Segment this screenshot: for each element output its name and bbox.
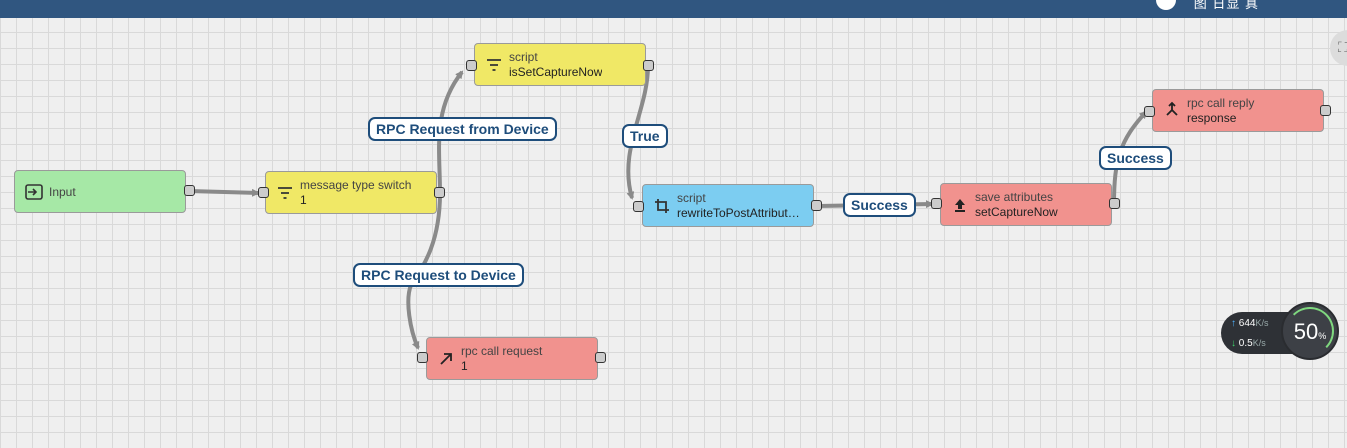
arrow-up-right-icon [437, 350, 455, 368]
link-label-success[interactable]: Success [1099, 146, 1172, 170]
link-label-true[interactable]: True [622, 124, 668, 148]
link-input-to-switch [188, 188, 260, 197]
link-label-rpc-from-device[interactable]: RPC Request from Device [368, 117, 557, 141]
node-title: rpc call reply [1187, 96, 1255, 110]
node-subtitle: rewriteToPostAttribut… [677, 206, 800, 220]
download-arrow-icon: ↓ [1231, 338, 1236, 349]
node-reply-in-port[interactable] [1144, 106, 1155, 117]
node-input[interactable]: Input [14, 170, 186, 213]
node-subtitle: 1 [461, 359, 468, 373]
node-title: script [509, 50, 538, 64]
link-label-success[interactable]: Success [843, 193, 916, 217]
node-subtitle: response [1187, 111, 1237, 125]
node-rpc-call-reply[interactable]: rpc call reply response [1152, 89, 1324, 132]
filter-icon [276, 184, 294, 202]
node-switch-in-port[interactable] [258, 187, 269, 198]
node-rpc-request-in-port[interactable] [417, 352, 428, 363]
node-switch-out-port[interactable] [434, 187, 445, 198]
node-rpc-request-out-port[interactable] [595, 352, 606, 363]
node-title: rpc call request [461, 344, 543, 358]
filter-icon [485, 56, 503, 74]
input-icon [25, 183, 43, 201]
gauge-value: 50% [1293, 319, 1327, 344]
gauge-ring [1286, 307, 1334, 355]
transform-icon [653, 197, 671, 215]
node-save-in-port[interactable] [931, 198, 942, 209]
node-is-set-capture-out-port[interactable] [643, 60, 654, 71]
node-rewrite-out-port[interactable] [811, 200, 822, 211]
node-title: save attributes [975, 190, 1054, 204]
node-subtitle: setCaptureNow [975, 205, 1058, 219]
node-script-rewrite-to-post[interactable]: script rewriteToPostAttribut… [642, 184, 814, 227]
node-is-set-capture-in-port[interactable] [466, 60, 477, 71]
reply-icon [1163, 100, 1181, 118]
fullscreen-button[interactable]: ⛶ [1330, 30, 1347, 66]
node-input-out-port[interactable] [184, 185, 195, 196]
top-toolbar: 图 日显 真 [0, 0, 1347, 18]
node-script-is-set-capture-now[interactable]: script isSetCaptureNow [474, 43, 646, 86]
upload-icon [951, 196, 969, 214]
upload-speed: ↑ 644K/s [1231, 318, 1269, 329]
node-rewrite-in-port[interactable] [633, 201, 644, 212]
node-save-out-port[interactable] [1109, 198, 1120, 209]
download-speed: ↓ 0.5K/s [1231, 338, 1266, 349]
node-title: script [677, 191, 706, 205]
link-label-rpc-to-device[interactable]: RPC Request to Device [353, 263, 524, 287]
node-subtitle: 1 [300, 193, 307, 207]
upload-arrow-icon: ↑ [1231, 318, 1236, 329]
fullscreen-icon: ⛶ [1338, 39, 1347, 55]
node-subtitle: isSetCaptureNow [509, 65, 603, 79]
node-rpc-call-request[interactable]: rpc call request 1 [426, 337, 598, 380]
node-title: message type switch [300, 178, 412, 192]
toolbar-text: 图 日显 真 [1193, 0, 1259, 11]
usage-gauge[interactable]: 50% [1281, 302, 1339, 360]
node-reply-out-port[interactable] [1320, 105, 1331, 116]
node-save-attributes[interactable]: save attributes setCaptureNow [940, 183, 1112, 226]
node-title: Input [49, 185, 76, 199]
node-message-type-switch[interactable]: message type switch 1 [265, 171, 437, 214]
user-avatar-icon[interactable] [1156, 0, 1176, 10]
